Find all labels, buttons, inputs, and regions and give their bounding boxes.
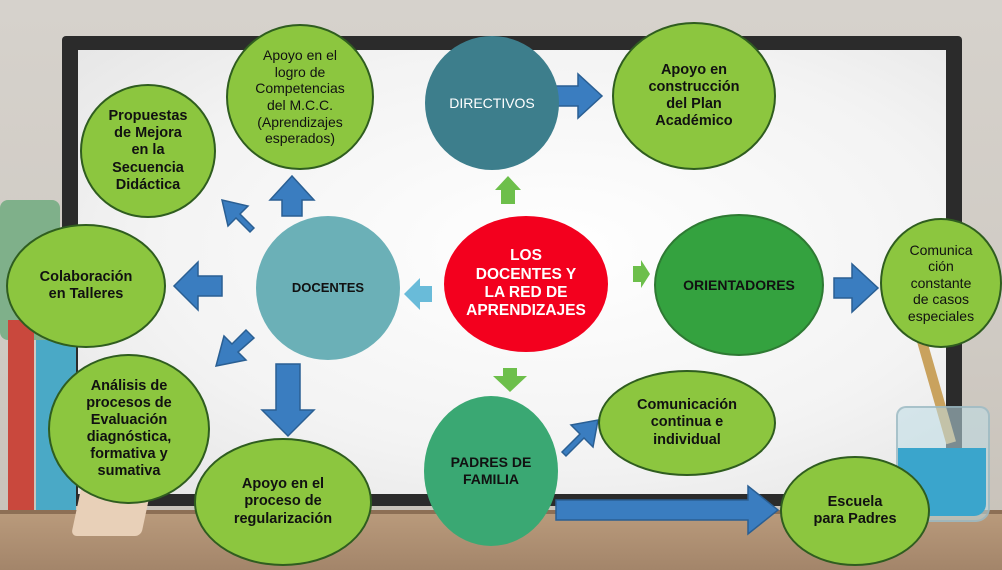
arrow-docentes-to-colaboracion: [172, 260, 223, 312]
center-node: LOS DOCENTES Y LA RED DE APRENDIZAJES: [444, 216, 608, 352]
arrow-docentes-to-propuestas: [220, 198, 256, 234]
arrow-orientadores-to-casos: [833, 262, 880, 314]
analisis-label: Análisis de procesos de Evaluación diagn…: [86, 377, 172, 480]
regularizacion-label: Apoyo en el proceso de regularización: [233, 476, 333, 527]
analisis-node: Análisis de procesos de Evaluación diagn…: [48, 354, 210, 504]
regularizacion-node: Apoyo en el proceso de regularización: [194, 438, 372, 566]
arrow-padres-to-comunicacion: [560, 419, 599, 458]
propuestas-node: Propuestas de Mejora en la Secuencia Did…: [80, 84, 216, 218]
plan-academico-node: Apoyo en construcción del Plan Académico: [612, 22, 776, 170]
propuestas-label: Propuestas de Mejora en la Secuencia Did…: [108, 108, 188, 193]
directivos-node-label: DIRECTIVOS: [449, 94, 535, 111]
arrow-center-to-orientadores: [633, 260, 650, 288]
comunicacion-casos-node: Comunica ción constante de casos especia…: [880, 218, 1002, 348]
arrow-center-to-directivos: [495, 176, 521, 204]
center-node-label: LOS DOCENTES Y LA RED DE APRENDIZAJES: [466, 247, 586, 320]
arrow-center-to-docentes: [404, 278, 432, 310]
arrow-center-to-padres: [493, 368, 527, 392]
arrow-padres-to-escuela: [555, 484, 780, 536]
arrow-directivos-to-plan: [555, 72, 604, 120]
colaboracion-node: Colaboración en Talleres: [6, 224, 166, 348]
arrow-docentes-to-competencias: [268, 174, 316, 217]
comunicacion-casos-label: Comunica ción constante de casos especia…: [907, 241, 975, 324]
docentes-label: DOCENTES: [291, 280, 365, 296]
arrow-docentes-to-regularizacion: [260, 363, 316, 438]
plan-academico-label: Apoyo en construcción del Plan Académico: [648, 61, 740, 130]
escuela-padres-node: Escuela para Padres: [780, 456, 930, 566]
orientadores-label: ORIENTADORES: [683, 276, 795, 293]
competencias-label: Apoyo en el logro de Competencias del M.…: [255, 47, 345, 147]
comunicacion-continua-node: Comunicación continua e individual: [598, 370, 776, 476]
orientadores-node: ORIENTADORES: [654, 214, 824, 356]
padres-node: PADRES DE FAMILIA: [424, 396, 558, 546]
docentes-node: DOCENTES: [256, 216, 400, 360]
directivos-node: DIRECTIVOS: [425, 36, 559, 170]
padres-label: PADRES DE FAMILIA: [450, 454, 532, 487]
colaboracion-label: Colaboración en Talleres: [39, 268, 133, 302]
escuela-padres-label: Escuela para Padres: [813, 493, 897, 527]
arrow-docentes-to-analisis: [214, 328, 256, 367]
competencias-node: Apoyo en el logro de Competencias del M.…: [226, 24, 374, 170]
comunicacion-continua-label: Comunicación continua e individual: [637, 397, 737, 448]
